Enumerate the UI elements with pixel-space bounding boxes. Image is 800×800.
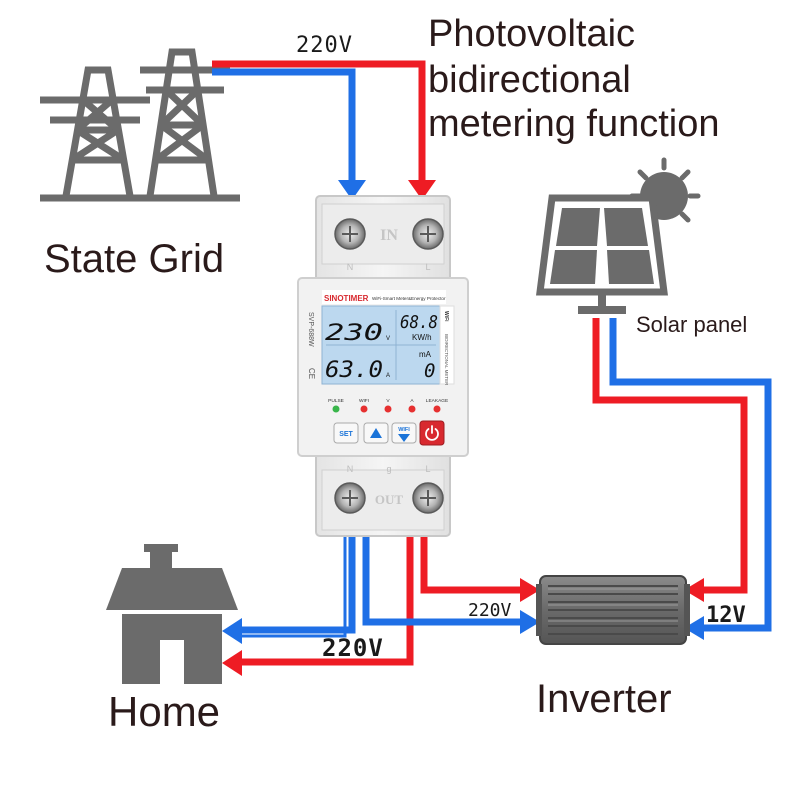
meter-to-home-wires: [240, 533, 414, 666]
meter-subtitle: WiFi-Smart Meter&Energy Protector: [372, 296, 446, 301]
label-grid-voltage: 220V: [296, 33, 353, 58]
meter-wifi-badge: WiFi: [443, 311, 449, 322]
meter-bottom-letter-l: L: [425, 464, 430, 474]
solar-to-inverter-wires: [592, 318, 772, 632]
meter-model: SVP-688W: [307, 312, 314, 347]
meter-top-tag: IN: [380, 227, 398, 244]
house-icon: [106, 544, 238, 684]
lcd-energy-unit: KW/h: [412, 333, 432, 342]
title-line-1: Photovoltaic: [428, 13, 635, 55]
arrow-live-in: [408, 180, 436, 200]
pulse-led: [332, 405, 340, 413]
set-button[interactable]: [333, 422, 359, 444]
label-dc-voltage: 12V: [706, 603, 746, 628]
current-led: [408, 405, 416, 413]
lcd-current: 63.0: [325, 358, 383, 383]
wifi-down-button[interactable]: [391, 422, 417, 444]
power-icon: [425, 425, 439, 441]
meter-side-label: BIDIRECTIONAL METER: [444, 334, 449, 386]
energy-meter: [297, 195, 469, 537]
arrow-inverter-neutral: [520, 610, 540, 634]
transmission-tower-icon: [40, 48, 240, 202]
label-inverter-voltage: 220V: [468, 600, 512, 621]
wifi-led: [360, 405, 368, 413]
lcd-leakage-unit: mA: [419, 350, 432, 359]
down-arrow-icon: [398, 434, 410, 442]
leakage-led: [433, 405, 441, 413]
grid-to-meter-wires: [212, 60, 426, 180]
indicator-label-wifi: WIFI: [359, 398, 369, 404]
meter-top-letter-n: N: [347, 262, 354, 272]
label-home: Home: [108, 688, 220, 735]
arrow-dc-neutral: [684, 616, 704, 640]
label-home-voltage: 220V: [322, 634, 384, 662]
lcd-energy: 68.8: [400, 312, 438, 333]
up-arrow-icon: [370, 428, 382, 438]
arrow-neutral-in: [338, 180, 366, 200]
inverter-icon: [536, 575, 690, 645]
label-solar-panel: Solar panel: [636, 312, 747, 337]
wifi-button-label: WIFI: [398, 427, 410, 433]
indicator-label-leakage: LEAKAGE: [426, 398, 448, 404]
meter-bottom-letter-n: N: [347, 464, 354, 474]
meter-to-inverter-wires: [362, 533, 520, 626]
lcd-voltage-unit: V: [386, 336, 390, 342]
title-line-2: bidirectional: [428, 59, 631, 101]
title-line-3: metering function: [428, 103, 720, 145]
solar-panel-icon: [536, 194, 668, 314]
meter-brand: SINOTIMER: [324, 294, 369, 303]
lcd-current-unit: A: [386, 373, 390, 379]
label-state-grid: State Grid: [44, 237, 224, 281]
lcd-leakage: 0: [424, 360, 435, 382]
indicator-label-pulse: PULSE: [328, 398, 344, 404]
indicator-label-v: V: [386, 398, 390, 404]
meter-bottom-letter-g: g: [386, 464, 391, 474]
lcd-voltage: 230: [325, 321, 383, 346]
label-inverter: Inverter: [536, 677, 672, 721]
meter-bottom-tag: OUT: [375, 492, 404, 507]
set-button-label: SET: [339, 431, 353, 438]
indicator-label-a: A: [410, 398, 414, 404]
voltage-led: [384, 405, 392, 413]
arrow-dc-live: [684, 578, 704, 602]
arrow-home-neutral: [222, 618, 242, 644]
meter-ce-mark: CE: [307, 368, 316, 379]
arrow-inverter-live: [520, 578, 540, 602]
meter-top-letter-l: L: [425, 262, 430, 272]
arrow-home-live: [222, 650, 242, 676]
